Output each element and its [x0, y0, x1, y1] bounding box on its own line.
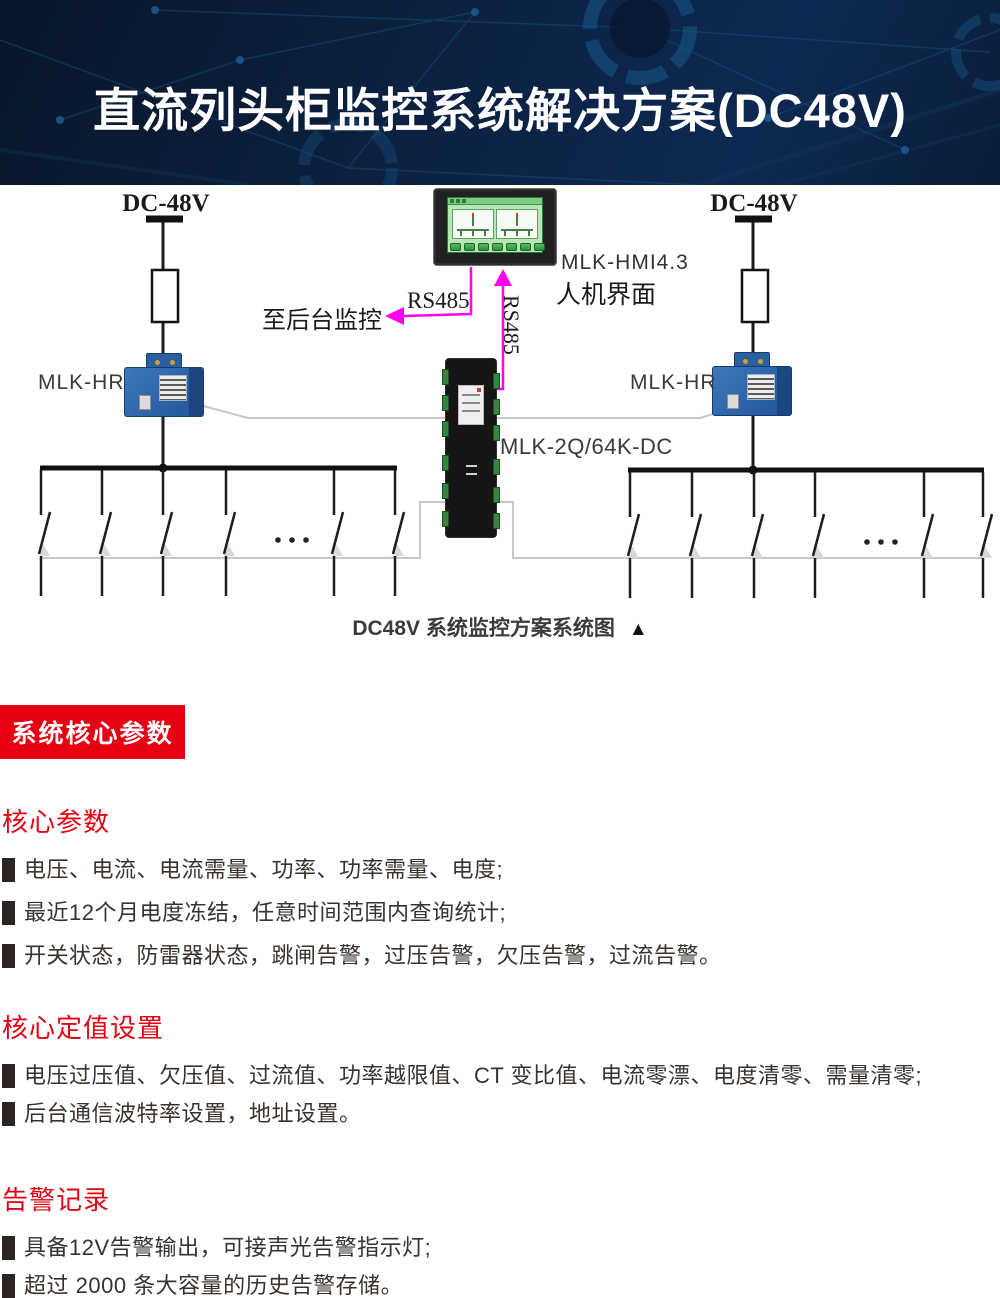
rs485-label-horizontal: RS485 — [407, 288, 470, 313]
hmi-mimic-panel — [496, 209, 538, 239]
left-branch-lines — [37, 215, 406, 598]
list-item-text: 最近12个月电度冻结，任意时间范围内查询统计; — [24, 900, 507, 925]
list-item: 开关状态，防雷器状态，跳闸告警，过压告警，欠压告警，过流告警。 — [2, 941, 997, 971]
list-item-text: 电压、电流、电流需量、功率、功率需量、电度; — [24, 857, 504, 882]
caption-text: DC48V 系统监控方案系统图 — [352, 617, 615, 640]
list-item-text: 超过 2000 条大容量的历史告警存储。 — [24, 1273, 404, 1298]
header-banner: 直流列头柜监控系统解决方案(DC48V) — [0, 0, 1000, 185]
rs485-arrow-left — [385, 307, 404, 325]
system-diagram: DC-48V DC-48V MLK-HR MLK-HR MLK-HMI4.3 人… — [0, 185, 1000, 655]
section-alarm-records: 告警记录 具备12V告警输出，可接声光告警指示灯; 超过 2000 条大容量的历… — [2, 1183, 997, 1298]
controller-label: MLK-2Q/64K-DC — [500, 434, 673, 459]
current-sensor-right — [712, 352, 792, 416]
bullet-marker — [2, 901, 15, 925]
section-heading: 告警记录 — [2, 1185, 111, 1215]
list-item: 超过 2000 条大容量的历史告警存储。 — [2, 1271, 997, 1298]
list-item: 最近12个月电度冻结，任意时间范围内查询统计; — [2, 898, 997, 928]
list-item: 后台通信波特率设置，地址设置。 — [2, 1099, 997, 1129]
hmi-screen — [447, 197, 545, 253]
list-item: 电压、电流、电流需量、功率、功率需量、电度; — [2, 855, 997, 885]
current-sensor-left — [124, 353, 204, 417]
controller-device — [442, 358, 500, 538]
page-title: 直流列头柜监控系统解决方案(DC48V) — [93, 84, 907, 137]
hmi-mimic-panel — [452, 209, 494, 239]
bullet-marker — [2, 944, 15, 968]
bullet-marker — [2, 1236, 15, 1260]
list-item-text: 电压过压值、欠压值、过流值、功率越限值、CT 变比值、电流零漂、电度清零、需量清… — [24, 1063, 923, 1088]
rs485-wires — [402, 267, 505, 391]
diagram-caption: DC48V 系统监控方案系统图 ▲ — [0, 612, 1000, 642]
dc48v-label-right: DC-48V — [710, 190, 798, 217]
rs485-label-vertical: RS485 — [499, 295, 524, 355]
hmi-model-label: MLK-HMI4.3 — [561, 251, 689, 274]
list-item-text: 开关状态，防雷器状态，跳闸告警，过压告警，欠压告警，过流告警。 — [24, 943, 722, 968]
section-heading: 核心参数 — [2, 807, 111, 837]
caption-triangle-icon: ▲ — [628, 619, 648, 640]
section-core-parameters: 核心参数 电压、电流、电流需量、功率、功率需量、电度; 最近12个月电度冻结，任… — [2, 805, 997, 984]
section-setpoints: 核心定值设置 电压过压值、欠压值、过流值、功率越限值、CT 变比值、电流零漂、电… — [2, 1011, 997, 1137]
list-item-text: 后台通信波特率设置，地址设置。 — [24, 1101, 362, 1126]
signal-wires — [40, 403, 984, 559]
bullet-marker — [2, 1102, 15, 1126]
section-heading: 核心定值设置 — [2, 1013, 165, 1043]
bullet-marker — [2, 1274, 15, 1298]
dc48v-label-left: DC-48V — [122, 190, 210, 217]
sensor-label-right: MLK-HR — [630, 371, 717, 394]
sensor-label-left: MLK-HR — [38, 371, 125, 394]
list-item: 电压过压值、欠压值、过流值、功率越限值、CT 变比值、电流零漂、电度清零、需量清… — [2, 1061, 997, 1091]
badge-label: 系统核心参数 — [11, 720, 174, 748]
to-backend-label: 至后台监控 — [262, 308, 382, 334]
list-item: 具备12V告警输出，可接声光告警指示灯; — [2, 1233, 997, 1263]
rs485-arrow-up — [494, 269, 512, 286]
bullet-marker — [2, 858, 15, 882]
hmi-touchscreen-device — [433, 188, 557, 266]
list-item-text: 具备12V告警输出，可接声光告警指示灯; — [24, 1235, 432, 1260]
section-badge: 系统核心参数 — [0, 705, 185, 759]
controller-nameplate — [458, 385, 484, 425]
hmi-menubar — [448, 198, 542, 205]
network-decoration-graphic — [0, 0, 1000, 185]
right-branch-lines — [626, 215, 994, 600]
hmi-buttons — [449, 242, 545, 251]
bullet-marker — [2, 1064, 15, 1088]
hmi-name-label: 人机界面 — [556, 282, 657, 309]
